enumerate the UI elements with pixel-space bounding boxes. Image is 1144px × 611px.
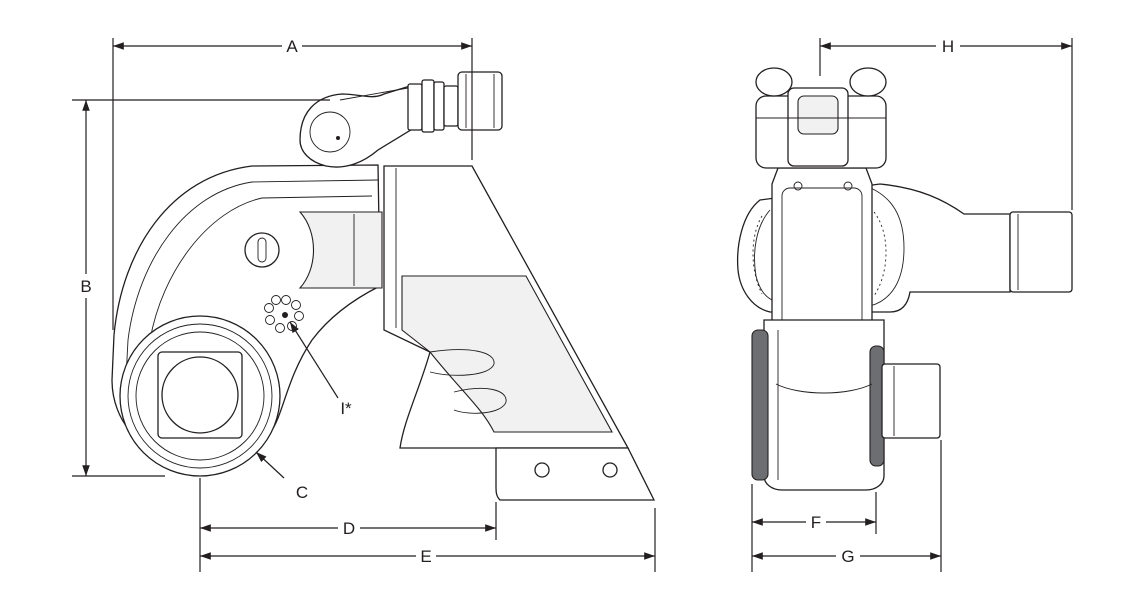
label-h: H (942, 37, 954, 56)
dimension-lines (72, 38, 1073, 572)
end-square-drive (1009, 211, 1073, 293)
label-c: C (296, 483, 308, 502)
hydraulic-coupler (407, 71, 503, 133)
end-view (736, 67, 1073, 491)
label-d: D (343, 519, 355, 538)
end-drive-stub (881, 363, 941, 439)
label-i: I* (340, 399, 352, 418)
reaction-foot (495, 447, 656, 501)
end-left-cap (751, 329, 769, 481)
label-b: B (80, 277, 91, 296)
label-e: E (420, 547, 431, 566)
side-view (111, 71, 656, 501)
swivel-housing (299, 85, 415, 168)
label-f: F (811, 513, 821, 532)
release-button (244, 232, 280, 268)
bolt-circle-pattern (264, 295, 304, 333)
label-a: A (286, 37, 298, 56)
end-swivel-head (755, 67, 887, 169)
label-g: G (841, 547, 854, 566)
end-lower-housing (763, 319, 885, 491)
